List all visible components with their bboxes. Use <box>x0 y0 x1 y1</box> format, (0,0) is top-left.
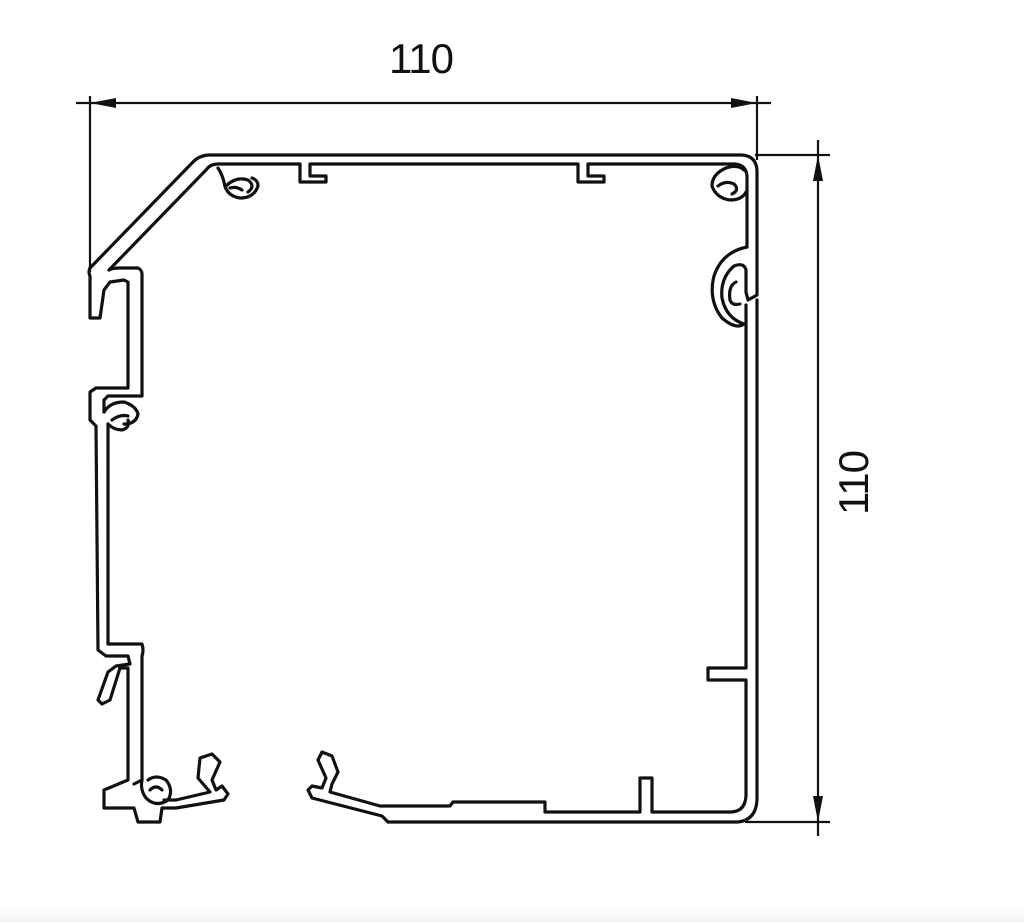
trunking-profile <box>87 153 759 824</box>
top-right-clip <box>710 164 748 202</box>
width-arrow-left <box>90 98 116 108</box>
top-wall-outer <box>88 153 759 302</box>
width-label: 110 <box>389 35 453 82</box>
right-hook <box>710 245 749 328</box>
bottom-fade <box>0 905 1024 922</box>
left-wall-inner <box>102 266 145 786</box>
left-mid-clip <box>102 400 140 432</box>
height-arrow-bottom <box>813 796 823 822</box>
right-wall-inner <box>386 303 748 814</box>
width-arrow-right <box>731 98 757 108</box>
right-wall-outer <box>386 298 759 824</box>
bottom-right-lip <box>306 750 390 824</box>
height-label: 110 <box>830 451 877 515</box>
width-dimension: 110 <box>76 35 771 272</box>
top-left-clip <box>216 166 260 200</box>
height-arrow-top <box>813 155 823 181</box>
height-dimension: 110 <box>745 140 877 836</box>
left-wall-outer <box>87 266 230 824</box>
top-wall-inner <box>107 162 749 272</box>
left-bottom-clip <box>139 775 173 806</box>
